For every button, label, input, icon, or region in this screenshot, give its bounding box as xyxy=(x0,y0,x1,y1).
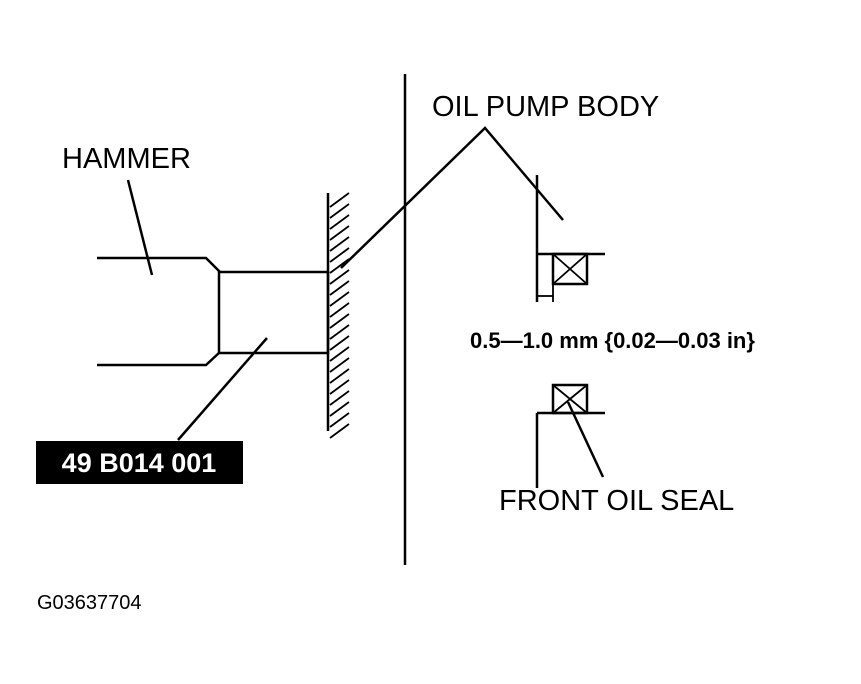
seal-cross-2 xyxy=(552,253,588,285)
hatch-stroke xyxy=(329,379,350,395)
hatch-stroke xyxy=(329,247,350,263)
leader-lines xyxy=(126,126,605,478)
hatch-stroke xyxy=(329,368,350,384)
hatch-stroke xyxy=(329,269,350,285)
hatch-stroke xyxy=(329,357,350,373)
installer-tool xyxy=(217,270,330,355)
detail-upper xyxy=(535,175,605,302)
hatch-stroke xyxy=(329,390,350,406)
front-oil-seal-lower xyxy=(551,383,589,415)
figure-id-label: G03637704 xyxy=(37,592,142,614)
hatch-stroke xyxy=(329,258,350,274)
hammer xyxy=(97,256,221,367)
hatch-stroke xyxy=(329,335,350,351)
oil-pump-body-leader xyxy=(340,126,564,269)
hatch-stroke xyxy=(329,280,350,296)
oil-pump-body-label: OIL PUMP BODY xyxy=(432,91,659,123)
front-oil-seal-label: FRONT OIL SEAL xyxy=(499,485,734,517)
hatch-stroke xyxy=(329,401,350,417)
tool-leader xyxy=(177,337,268,441)
tool-number-badge: 49 B014 001 xyxy=(36,441,243,484)
clearance-spec-label: 0.5—1.0 mm {0.02—0.03 in} xyxy=(470,328,755,353)
hatch-stroke xyxy=(329,324,350,340)
seal-cross-4 xyxy=(552,384,588,414)
hammer-leader xyxy=(126,179,154,276)
front-oil-seal-upper xyxy=(551,252,589,286)
hatch-stroke xyxy=(329,203,350,219)
hatch-stroke xyxy=(329,313,350,329)
hatch-stroke xyxy=(329,214,350,230)
hatch-stroke xyxy=(329,236,350,252)
hatch-stroke xyxy=(329,192,350,208)
hammer-bottom-edge xyxy=(97,351,221,367)
hatch-stroke xyxy=(329,346,350,362)
hatch-stroke xyxy=(329,302,350,318)
tool-number-label: 49 B014 001 xyxy=(62,448,217,478)
hatch-stroke xyxy=(329,225,350,241)
detail-lower xyxy=(535,383,605,488)
hatch-stroke xyxy=(329,412,350,428)
front-oil-seal-leader xyxy=(566,401,605,478)
oil-pump-body-wall xyxy=(326,192,350,439)
hatch-stroke xyxy=(329,423,350,439)
tool-number-background xyxy=(36,441,243,484)
hatch-stroke xyxy=(329,291,350,307)
hammer-top-edge xyxy=(97,256,221,273)
hammer-label: HAMMER xyxy=(62,143,191,175)
wall-hatching xyxy=(329,192,350,439)
